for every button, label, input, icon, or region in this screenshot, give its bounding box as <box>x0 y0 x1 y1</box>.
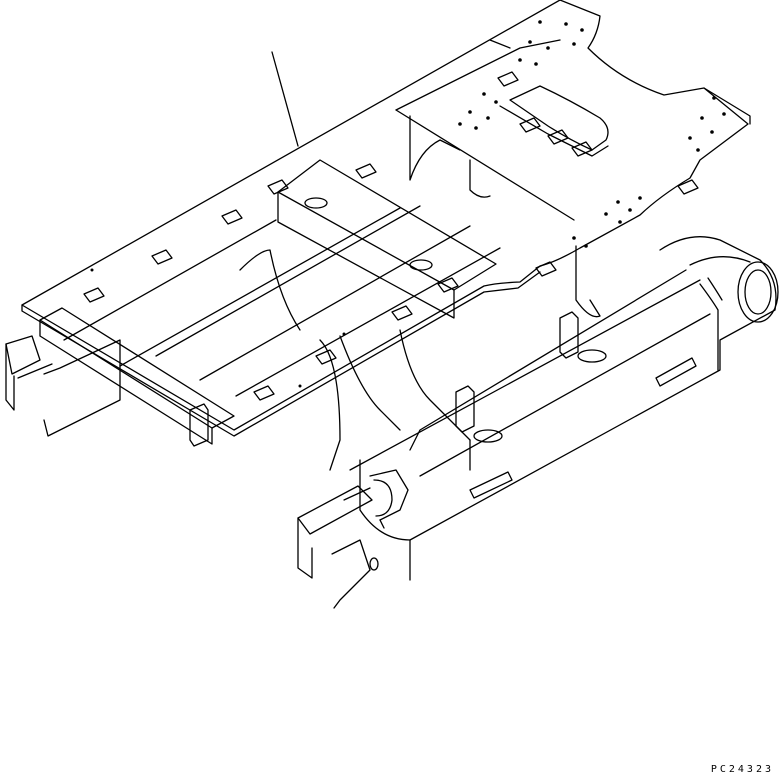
interior-rails <box>63 205 501 397</box>
upper-plate <box>395 39 609 221</box>
mounting-tabs <box>83 71 699 401</box>
figure-code: PC24323 <box>710 764 774 775</box>
front-bracket <box>5 335 121 437</box>
front-crossbar <box>39 307 235 445</box>
track-frame <box>349 236 777 541</box>
frame-blocks <box>189 311 697 499</box>
deck-plate <box>21 0 751 437</box>
bolt-holes <box>90 20 726 388</box>
side-walls <box>239 115 601 471</box>
yoke-ring <box>699 261 779 371</box>
cross-beam <box>277 159 497 319</box>
leader-line <box>271 51 299 147</box>
rear-bracket <box>297 469 411 609</box>
